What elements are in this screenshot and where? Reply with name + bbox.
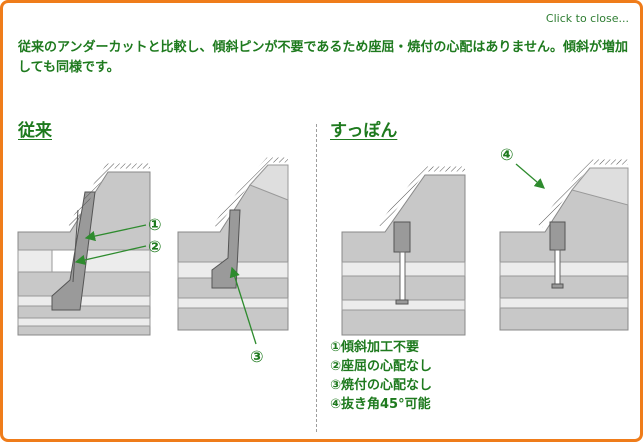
callout-2: ② [148,237,162,256]
intro-text: 従来のアンダーカットと比較し、傾斜ピンが不要であるため座屈・焼付の心配はありませ… [18,40,628,75]
legend-item: ②座屈の心配なし [330,359,433,374]
diagram-conventional-closed [17,163,151,336]
legend-item: ①傾斜加工不要 [330,340,420,355]
legend-item: ④抜き角45°可能 [330,397,431,412]
callout-3: ③ [250,347,264,366]
legend-item: ③焼付の心配なし [330,378,433,393]
section-title-conventional: 従来 [18,121,52,141]
section-title-suppon: すっぽん [330,121,398,141]
legend-list: ①傾斜加工不要 ②座屈の心配なし ③焼付の心配なし ④抜き角45°可能 [330,338,432,414]
callout-arrows [74,163,545,345]
diagram-suppon-closed [341,166,466,336]
diagram-suppon-ejected [499,159,629,331]
diagram-conventional-ejected [177,157,289,331]
close-link[interactable]: Click to close... [545,12,629,25]
callout-4: ④ [500,145,514,164]
section-divider [316,124,317,432]
callout-1: ① [148,215,162,234]
